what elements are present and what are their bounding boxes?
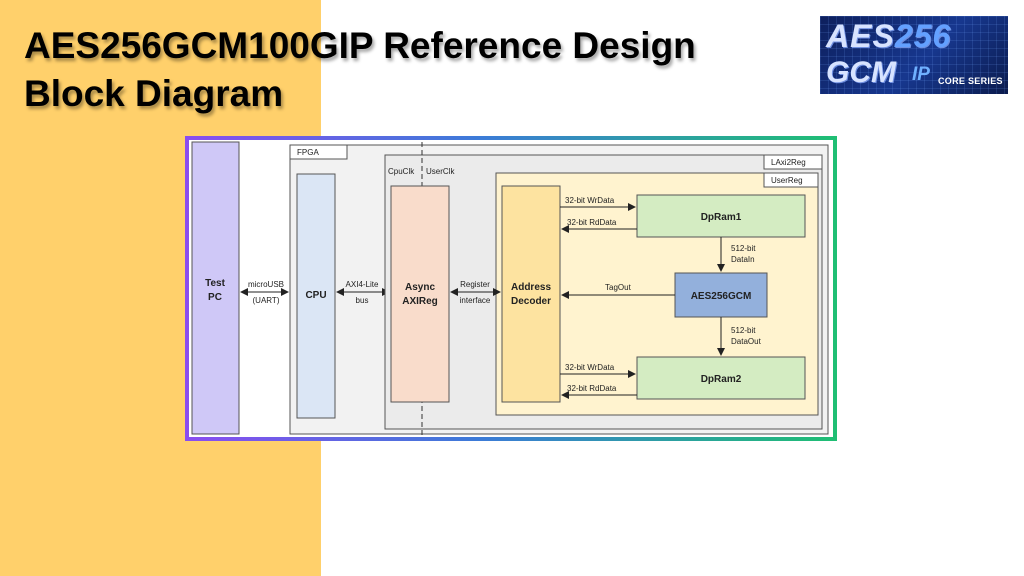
register-interface-line2: interface [460, 296, 491, 305]
logo-circuit-grid [820, 16, 1008, 94]
logo-ip-text: IP [912, 64, 930, 85]
aes256-gcm-ip-core-logo: AES256 GCM IP CORE SERIES [820, 16, 1008, 94]
laxi2reg-label-tab [763, 154, 823, 170]
dpram1-block [636, 194, 806, 238]
async-axireg-block [390, 185, 450, 403]
wrdata2-label: 32-bit WrData [565, 363, 615, 372]
fpga-label-tab [289, 144, 348, 160]
dataout-label-line1: 512-bit [731, 326, 756, 335]
async-axireg-line2: AXIReg [402, 296, 438, 307]
address-decoder-line2: Decoder [511, 296, 551, 307]
logo-aes256-text: AES256 [826, 18, 952, 54]
logo-gcm-text: GCM [826, 56, 896, 89]
address-decoder-line1: Address [511, 282, 551, 293]
slide-title-line1: AES256GCM100GIP Reference Design [24, 25, 696, 66]
cpu-label: CPU [305, 290, 326, 301]
microusb-label-line1: microUSB [248, 280, 284, 289]
rddata1-label: 32-bit RdData [567, 218, 617, 227]
address-decoder-block [501, 185, 561, 403]
cpu-block [296, 173, 336, 419]
laxi2reg-label: LAxi2Reg [771, 158, 806, 167]
block-diagram: Test PC FPGA microUSB (UART) CPU AXI4-Li… [189, 140, 833, 437]
block-diagram-frame: Test PC FPGA microUSB (UART) CPU AXI4-Li… [185, 136, 837, 441]
dataout-label-line2: DataOut [731, 337, 762, 346]
async-axireg-line1: Async [405, 282, 435, 293]
userclk-label: UserClk [426, 167, 455, 176]
test-pc-block [191, 141, 240, 435]
fpga-label: FPGA [297, 148, 319, 157]
aes256gcm-label: AES256GCM [691, 291, 752, 302]
userreg-label-tab [763, 172, 819, 188]
dpram1-label: DpRam1 [701, 212, 742, 223]
dpram2-label: DpRam2 [701, 374, 742, 385]
wrdata1-label: 32-bit WrData [565, 196, 615, 205]
axi4lite-label-line1: AXI4-Lite [346, 280, 379, 289]
userreg-label: UserReg [771, 176, 803, 185]
logo-core-series-text: CORE SERIES [938, 76, 1003, 86]
dpram2-block [636, 356, 806, 400]
microusb-label-line2: (UART) [253, 296, 280, 305]
cpuclk-label: CpuClk [388, 167, 415, 176]
rddata2-label: 32-bit RdData [567, 384, 617, 393]
datain-label-line1: 512-bit [731, 244, 756, 253]
test-pc-line2: PC [208, 292, 222, 303]
axi4lite-label-line2: bus [356, 296, 369, 305]
register-interface-line1: Register [460, 280, 490, 289]
slide-title: AES256GCM100GIP Reference Design Block D… [24, 22, 696, 118]
tagout-label: TagOut [605, 283, 632, 292]
test-pc-line1: Test [205, 278, 225, 289]
datain-label-line2: DataIn [731, 255, 755, 264]
aes256gcm-block [674, 272, 768, 318]
slide-title-line2: Block Diagram [24, 73, 284, 114]
